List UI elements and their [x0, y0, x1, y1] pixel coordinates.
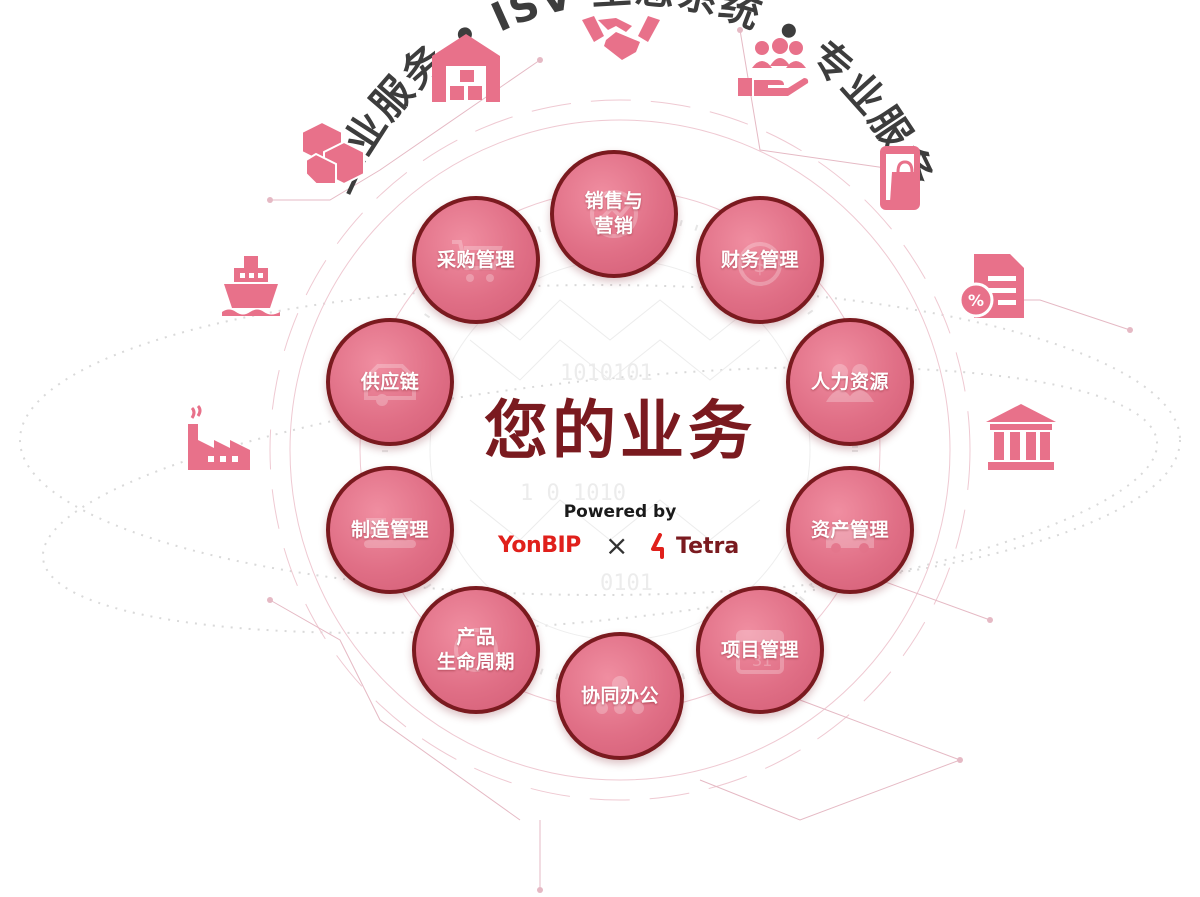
module-sales-marketing[interactable]: 销售与 营销 — [550, 150, 678, 278]
module-finance[interactable]: $ 财务管理 — [696, 196, 824, 324]
tetra-logo: Tetra — [650, 531, 739, 561]
module-label: 销售与 营销 — [584, 190, 644, 237]
supply-chain-icon — [364, 364, 416, 406]
module-plm[interactable]: 产品 生命周期 — [412, 586, 540, 714]
module-assets[interactable]: 资产管理 — [786, 466, 914, 594]
svg-text:1010101: 1010101 — [560, 361, 653, 386]
svg-text:31: 31 — [752, 651, 772, 670]
boxes-icon — [302, 120, 365, 186]
module-procurement[interactable]: 采购管理 — [412, 196, 540, 324]
people-icon — [826, 364, 874, 402]
sales-icon — [590, 190, 638, 238]
module-project[interactable]: 31 项目管理 — [696, 586, 824, 714]
center-title: 您的业务 — [484, 395, 756, 469]
powered-by-label: Powered by — [563, 502, 677, 522]
tetra-logo-text: Tetra — [676, 533, 740, 559]
module-label: 制造管理 — [350, 518, 429, 541]
shopping-phone-icon — [880, 146, 920, 210]
svg-text:$: $ — [753, 253, 767, 278]
module-label: 产品 生命周期 — [436, 626, 515, 673]
module-label: 项目管理 — [720, 638, 799, 661]
module-label: 人力资源 — [810, 370, 889, 393]
car-icon — [826, 524, 874, 553]
handshake-icon — [582, 16, 660, 60]
lifecycle-icon — [454, 628, 498, 672]
module-label: 资产管理 — [810, 518, 889, 541]
module-supply-chain[interactable]: 供应链 — [326, 318, 454, 446]
module-label: 供应链 — [360, 370, 420, 393]
module-label: 协同办公 — [580, 684, 659, 707]
calendar-icon: 31 — [736, 630, 784, 674]
svg-text:0101: 0101 — [600, 571, 653, 596]
conveyor-icon — [364, 518, 416, 548]
yonbip-logo: YonBIP — [498, 533, 581, 558]
discount-document-icon: % — [958, 254, 1024, 318]
money-bag-icon: $ — [738, 242, 782, 286]
module-collaboration[interactable]: 协同办公 — [556, 632, 684, 760]
module-label: 财务管理 — [720, 248, 799, 271]
people-hand-icon — [738, 38, 809, 96]
factory-icon — [188, 404, 250, 470]
module-manufacturing[interactable]: 制造管理 — [326, 466, 454, 594]
ship-icon — [222, 256, 280, 316]
module-hr[interactable]: 人力资源 — [786, 318, 914, 446]
team-icon — [596, 676, 644, 714]
bank-icon — [986, 404, 1056, 470]
svg-text:%: % — [968, 291, 984, 310]
cart-icon — [452, 240, 503, 282]
svg-text:1 0 1010: 1 0 1010 — [520, 481, 626, 506]
module-label: 采购管理 — [436, 248, 515, 271]
warehouse-icon — [432, 34, 500, 102]
tetra-mark-icon — [651, 533, 664, 559]
times-sign: × — [605, 529, 629, 562]
